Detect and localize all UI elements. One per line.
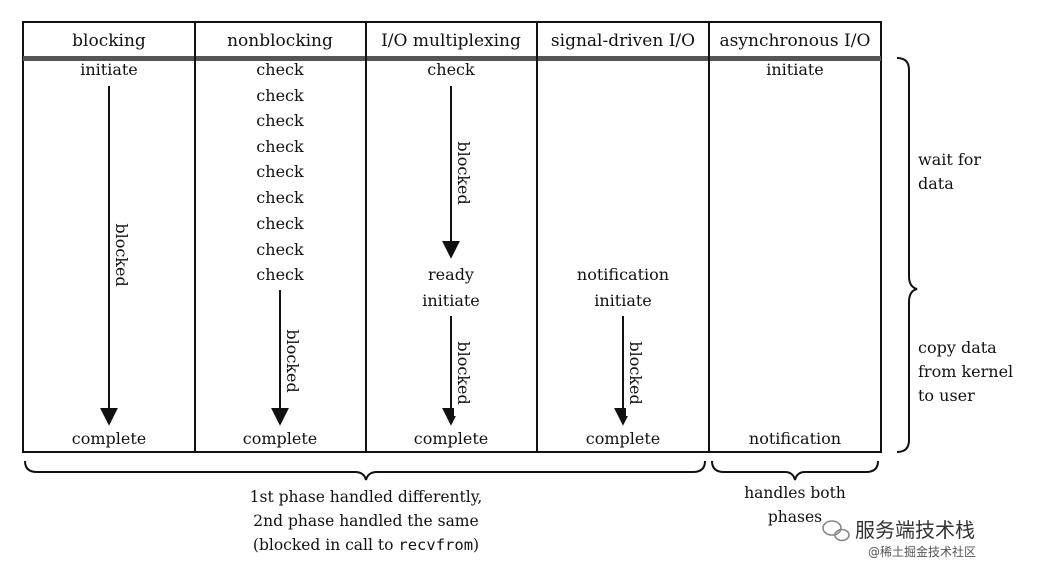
copy-data-label: copy data [918,338,997,357]
nonblocking-check: check [256,265,304,284]
copy-data-label: from kernel [918,362,1013,381]
async-model-brace [711,460,879,481]
blocking-initiate: initiate [80,60,138,79]
multiplexing-blocked-label-copy: blocked [454,341,473,404]
first-four-models-brace [24,460,706,481]
header-separator [23,56,881,61]
watermark-title: 服务端技术栈 [855,518,975,542]
async-note: phases [768,508,822,526]
phase-note: 2nd phase handled the same [253,512,478,530]
header-nonblocking: nonblocking [227,31,333,51]
multiplexing-initiate: initiate [422,291,480,310]
header-signal-driven: signal-driven I/O [551,31,695,51]
watermark: 服务端技术栈 @稀土掘金技术社区 [822,518,976,559]
signal-notification: notification [577,265,669,284]
blocking-blocked-label: blocked [112,223,131,286]
signal-blocked-label: blocked [626,341,645,404]
wait-for-data-label: data [918,174,954,193]
phase-note-recvfrom: (blocked in call to recvfrom) [253,536,479,554]
phase-note: 1st phase handled differently, [250,488,483,506]
multiplexing-blocked-label-wait: blocked [454,141,473,204]
signal-complete: complete [586,429,661,448]
header-blocking: blocking [72,31,146,51]
header-io-multiplexing: I/O multiplexing [381,31,521,51]
async-notification: notification [749,429,841,448]
nonblocking-check: check [256,137,304,156]
nonblocking-check: check [256,86,304,105]
nonblocking-complete: complete [243,429,318,448]
multiplexing-check: check [427,60,475,79]
header-asynchronous: asynchronous I/O [720,31,871,51]
watermark-subtitle: @稀土掘金技术社区 [868,544,976,559]
copy-data-label: to user [918,386,975,405]
nonblocking-check: check [256,60,304,79]
multiplexing-complete: complete [414,429,489,448]
nonblocking-check: check [256,240,304,259]
nonblocking-check: check [256,188,304,207]
nonblocking-check: check [256,214,304,233]
nonblocking-check: check [256,111,304,130]
async-note: handles both [744,484,846,502]
wait-phase-brace [896,57,918,453]
async-initiate: initiate [766,60,824,79]
multiplexing-ready: ready [428,265,474,284]
nonblocking-blocked-label: blocked [283,329,302,392]
signal-initiate: initiate [594,291,652,310]
table-frame [22,21,882,453]
blocking-complete: complete [72,429,147,448]
wechat-icon [822,520,850,542]
nonblocking-check: check [256,162,304,181]
wait-for-data-label: wait for [918,150,981,169]
